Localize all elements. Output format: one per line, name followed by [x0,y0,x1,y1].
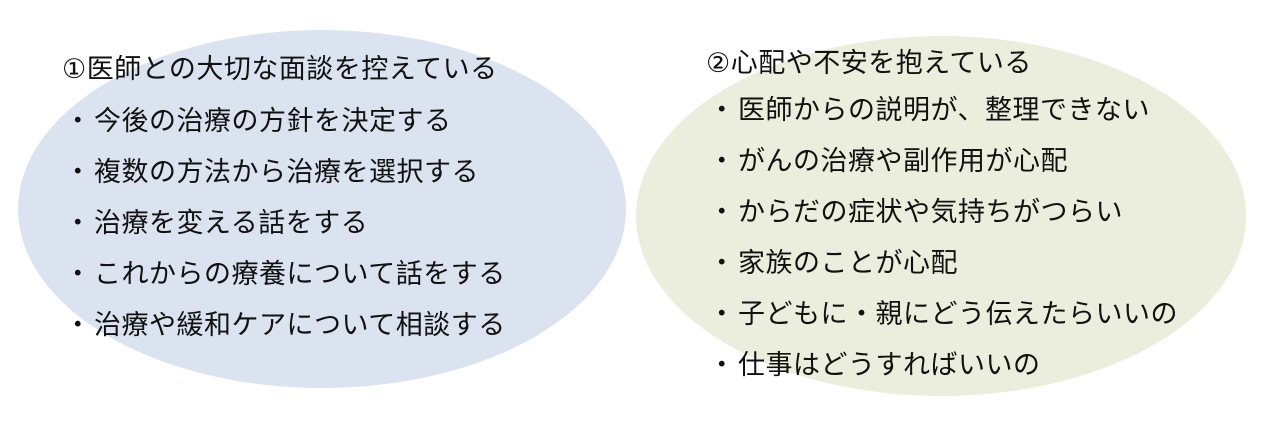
bullet: ・ [64,310,92,341]
right-item-text: 医師からの説明が、整理できない [738,95,1150,126]
right-item: ・仕事はどうすればいいの [706,346,1178,386]
left-heading: ①医師との大切な面談を控えている [62,54,498,85]
left-item-text: 治療を変える話をする [94,208,369,239]
right-item-list: ・医師からの説明が、整理できない ・がんの治療や副作用が心配 ・からだの症状や気… [706,91,1178,386]
right-ellipse [636,36,1246,396]
left-item: ・治療や緩和ケアについて相談する [62,306,506,346]
left-item: ・今後の治療の方針を決定する [62,102,506,142]
right-item-text: 子どもに・親にどう伝えたらいいの [738,299,1178,330]
bullet: ・ [708,95,736,126]
left-item-text: 治療や緩和ケアについて相談する [94,310,506,341]
bullet: ・ [64,208,92,239]
left-item-text: これからの療養について話をする [94,259,506,290]
right-heading: ②心配や不安を抱えている [706,48,1032,79]
bullet: ・ [708,248,736,279]
bullet: ・ [64,106,92,137]
left-item-text: 今後の治療の方針を決定する [94,106,452,137]
right-item-text: 仕事はどうすればいいの [738,350,1041,381]
left-item: ・これからの療養について話をする [62,255,506,295]
left-item-text: 複数の方法から治療を選択する [94,157,479,188]
left-ellipse [18,30,626,388]
left-item-list: ・今後の治療の方針を決定する ・複数の方法から治療を選択する ・治療を変える話を… [62,102,506,346]
bullet: ・ [708,299,736,330]
right-item-text: がんの治療や副作用が心配 [738,146,1068,177]
left-group: ①医師との大切な面談を控えている ・今後の治療の方針を決定する ・複数の方法から… [62,50,506,346]
bullet: ・ [64,259,92,290]
right-item-text: 家族のことが心配 [738,248,958,279]
right-item: ・がんの治療や副作用が心配 [706,142,1178,182]
right-item: ・家族のことが心配 [706,244,1178,284]
bullet: ・ [708,146,736,177]
right-group: ②心配や不安を抱えている ・医師からの説明が、整理できない ・がんの治療や副作用… [706,44,1178,386]
left-item: ・複数の方法から治療を選択する [62,153,506,193]
right-item: ・子どもに・親にどう伝えたらいいの [706,295,1178,335]
bullet: ・ [708,350,736,381]
left-item: ・治療を変える話をする [62,204,506,244]
bullet: ・ [64,157,92,188]
right-item: ・からだの症状や気持ちがつらい [706,193,1178,233]
right-item-text: からだの症状や気持ちがつらい [738,197,1123,228]
right-item: ・医師からの説明が、整理できない [706,91,1178,131]
bullet: ・ [708,197,736,228]
